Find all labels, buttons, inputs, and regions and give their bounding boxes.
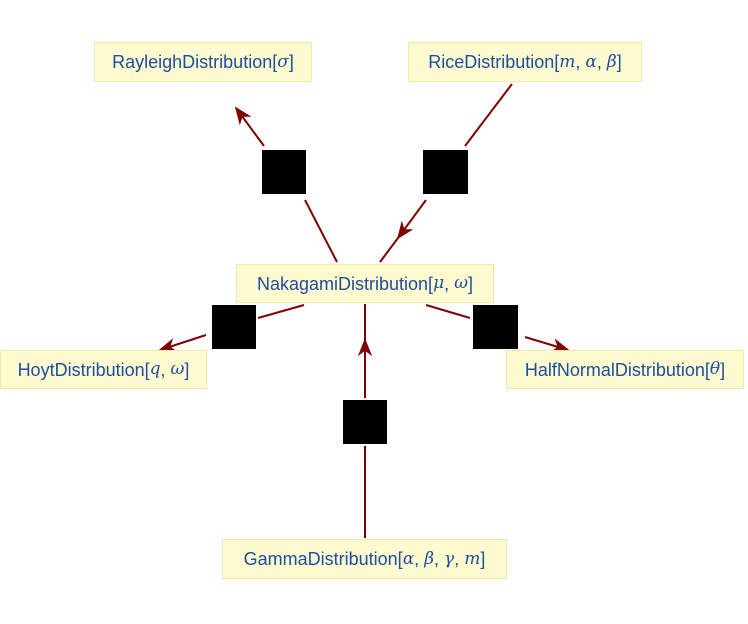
node-halfnormal[interactable]: HalfNormalDistribution[θ] [506, 350, 744, 389]
edge-marker-rice[interactable] [423, 150, 468, 194]
edge-nakagami-to-hoyt-upper [257, 304, 305, 319]
node-gamma[interactable]: GammaDistribution[α, β, γ, m] [222, 539, 507, 579]
param: m [464, 548, 481, 569]
param: α [402, 548, 415, 569]
param: ω [454, 273, 469, 293]
param: μ [433, 273, 445, 293]
node-label: GammaDistribution [243, 549, 398, 569]
param: α [585, 51, 597, 72]
edge-rice-to-nakagami-upper [464, 83, 513, 147]
param: q [149, 359, 161, 379]
edge-marker-rayleigh[interactable] [262, 150, 306, 194]
param: β [424, 548, 435, 569]
node-label: NakagamiDistribution [256, 273, 429, 294]
edge-marker-gamma[interactable] [343, 400, 387, 444]
node-nakagami[interactable]: NakagamiDistribution[μ, ω] [236, 264, 494, 303]
param: θ [709, 359, 721, 379]
node-label: RayleighDistribution [112, 52, 273, 72]
param: m [559, 51, 576, 72]
node-rayleigh[interactable]: RayleighDistribution[σ] [94, 42, 312, 82]
edge-rice-to-nakagami-lower [396, 199, 427, 240]
node-label: RiceDistribution [428, 52, 555, 72]
node-rice[interactable]: RiceDistribution[m, α, β] [408, 42, 642, 82]
edge-marker-hoyt[interactable] [212, 305, 256, 349]
edge-nakagami-to-rayleigh-upper [234, 106, 265, 147]
edge-nakagami-to-halfnormal-lower [524, 336, 570, 353]
edge-nakagami-to-hoyt-lower [158, 334, 207, 352]
param: β [606, 51, 617, 72]
param: σ [277, 51, 289, 72]
node-label: HalfNormalDistribution [524, 359, 705, 380]
edge-marker-halfnormal[interactable] [473, 305, 518, 349]
edge-nakagami-to-rayleigh-lower [304, 199, 338, 263]
param: ω [170, 359, 185, 379]
node-hoyt[interactable]: HoytDistribution[q, ω] [0, 350, 207, 389]
node-label: HoytDistribution [17, 359, 145, 380]
edge-rice-to-nakagami-tail [379, 237, 399, 263]
param: γ [444, 548, 455, 569]
edge-nakagami-to-halfnormal-upper [425, 304, 471, 319]
